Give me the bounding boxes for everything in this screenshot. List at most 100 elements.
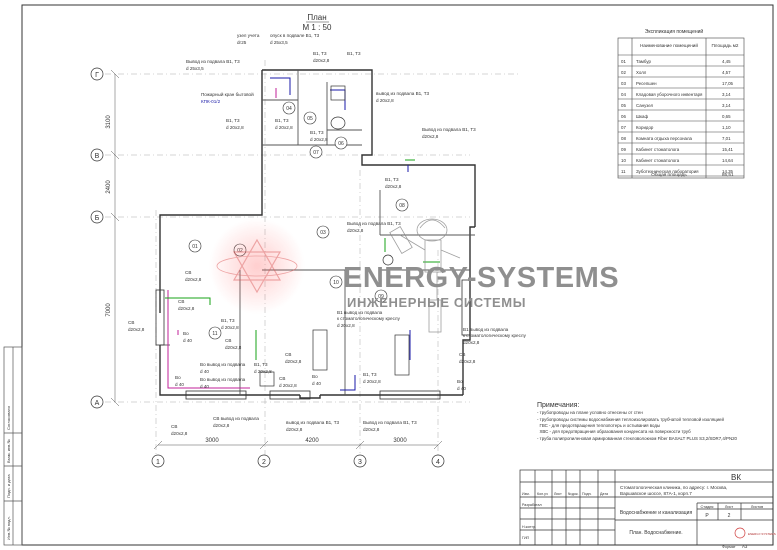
label-d20-cv-b: d20х2,8: [178, 306, 195, 311]
label-d20-cv-d: d20х2,8: [225, 345, 242, 350]
watermark-emblem: [209, 218, 305, 314]
notes-line-1: - трубопроводы на плане условно отнесены…: [537, 410, 643, 415]
label-cv-g: СВ: [279, 376, 285, 381]
stamp-stage: Р: [705, 513, 709, 519]
col-dim-3: 3000: [393, 438, 407, 444]
label-vo-a: Во: [183, 331, 189, 336]
stamp-row-gip: ГИП: [522, 536, 530, 540]
explication-cell-n: 01: [621, 59, 626, 64]
room-04: 04: [286, 106, 292, 112]
label-b1t3-f: В1, Т3: [385, 177, 399, 182]
explication-cell-n: 08: [621, 136, 626, 141]
label-st1: В1 вывод из подвала: [337, 310, 383, 315]
explication-total-area: 85,51: [722, 172, 734, 177]
row-axis-g: Г: [95, 72, 99, 79]
explication-cell-area: 17,05: [722, 81, 734, 86]
label-d20-cv-i: d20х2,8: [171, 431, 188, 436]
label-otpusk: опуск в подвале В1, Т3: [270, 33, 320, 38]
label-d20-cv-c: d20х2,8: [128, 327, 145, 332]
label-vo-d-d: d 40: [200, 384, 209, 389]
explication-cell-name: Зуботехническая лаборатория: [636, 169, 699, 174]
col-axis-4: 4: [436, 459, 440, 466]
label-vo-b: Во вывод из подвала: [200, 362, 246, 367]
label-vo-d: Во вывод из подвала: [200, 377, 246, 382]
room-01: 01: [192, 244, 198, 250]
label-d20-d: d 20х2,8: [275, 125, 293, 130]
label-vo-f-d: d 40: [457, 386, 466, 391]
label-pozh2: КПК-01/2: [201, 99, 221, 104]
explication-cell-area: 0,65: [722, 114, 731, 119]
label-vyvod2: вывод из подвала В1, Т3: [376, 91, 430, 96]
label-cv-h: СВ вывод из подвала: [213, 416, 259, 421]
explication-cell-n: 03: [621, 81, 626, 86]
notes-line-4: ХВС - для предотвращения образования кон…: [537, 429, 691, 434]
label-d20-e: d 20х2,8: [310, 137, 328, 142]
stamp-col-kol: Кол.уч: [537, 492, 548, 496]
label-d20-i: d 20х2,8: [363, 379, 381, 384]
label-vo-e-d: d 40: [312, 381, 321, 386]
label-cv-a: СВ: [185, 270, 191, 275]
label-d20-cv-e: d20х2,8: [459, 359, 476, 364]
label-cv-c: СВ: [128, 320, 134, 325]
explication-cell-area: 4,45: [722, 59, 731, 64]
label-b1t3-e: В1, Т3: [310, 130, 324, 135]
label-uzel-d: dг25: [237, 40, 247, 45]
label-vo-c-d: d 40: [175, 382, 184, 387]
stamp-project-1: Стоматологическая клиника, по адресу: г.…: [620, 485, 727, 490]
room-11: 11: [212, 331, 217, 337]
pipes-sewer: [165, 159, 440, 360]
label-bottom1: вывод из подвала В1, Т3: [286, 420, 340, 425]
label-b1t3-g: В1, Т3: [221, 318, 235, 323]
pipes-hot: [167, 88, 277, 389]
label-vyvod1: Вывод из подвала В1, Т3: [186, 59, 240, 64]
explication-cell-name: Тамбур: [636, 59, 651, 64]
explication-cell-area: 4,57: [722, 70, 731, 75]
sheet-frame: [21, 4, 774, 546]
plan-title: План: [307, 13, 326, 22]
stamp-col-sign: Подп.: [582, 492, 592, 496]
row-axis-b: Б: [95, 215, 100, 222]
row-dim-3: 7000: [106, 303, 112, 317]
label-vo-c: Во: [175, 375, 181, 380]
explication-cell-n: 04: [621, 92, 626, 97]
col-axis-markers: [151, 454, 445, 468]
explication-cell-area: 3,14: [722, 92, 731, 97]
stamp-sheets-h: Листов: [751, 505, 763, 509]
explication-cell-area: 1,10: [722, 125, 731, 130]
room-08: 08: [399, 203, 405, 209]
label-st2: к стоматологическому креслу: [337, 316, 401, 321]
room-07: 07: [313, 150, 319, 156]
label-st3: В1 вывод из подвала: [463, 327, 509, 332]
row-dim-2: 2400: [106, 180, 112, 194]
label-d20-cv-g: d 20х2,8: [279, 383, 297, 388]
room-markers: [188, 101, 409, 340]
label-uzel: узел учета: [237, 33, 260, 38]
label-b1t3-c: В1, Т3: [226, 118, 240, 123]
explication-cell-area: 3,14: [722, 103, 731, 108]
label-st3-d: d20х2,8: [463, 340, 480, 345]
label-st4: к стоматологическому креслу: [463, 333, 527, 338]
label-bottom2: Вывод из подвала В1, Т3: [363, 420, 417, 425]
label-d20-f: d20х2,8: [385, 184, 402, 189]
windows: [155, 279, 471, 400]
explication-cell-name: Ресепшен: [636, 81, 657, 86]
side-stamp-inv: Взам. инв.№: [6, 439, 11, 463]
stamp-sheet-title: План. Водоснабжение.: [629, 530, 682, 536]
row-axis-markers: [90, 67, 104, 409]
label-d20-h: d 20х2,8: [254, 369, 272, 374]
explication-cell-name: Холл: [636, 70, 647, 75]
stamp-sheet: 2: [728, 513, 731, 519]
label-bottom2-d: d20х2,8: [363, 427, 380, 432]
stamp-col-date: Дата: [600, 492, 608, 496]
label-d20-c: d 20х2,8: [226, 125, 244, 130]
explication-cell-n: 11: [621, 169, 626, 174]
label-vo-e: Во: [312, 374, 318, 379]
explication-cell-name: Кладовая уборочного инвентаря: [636, 92, 703, 97]
label-d20-cv-h: d20х2,8: [213, 423, 230, 428]
label-b1t3-b: В1, Т3: [347, 51, 361, 56]
title-block: [519, 469, 774, 546]
explication-cell-area: 7,01: [722, 136, 731, 141]
explication-cell-n: 05: [621, 103, 626, 108]
label-vo-a-d: d 40: [183, 338, 192, 343]
label-cv-e: СВ: [459, 352, 465, 357]
